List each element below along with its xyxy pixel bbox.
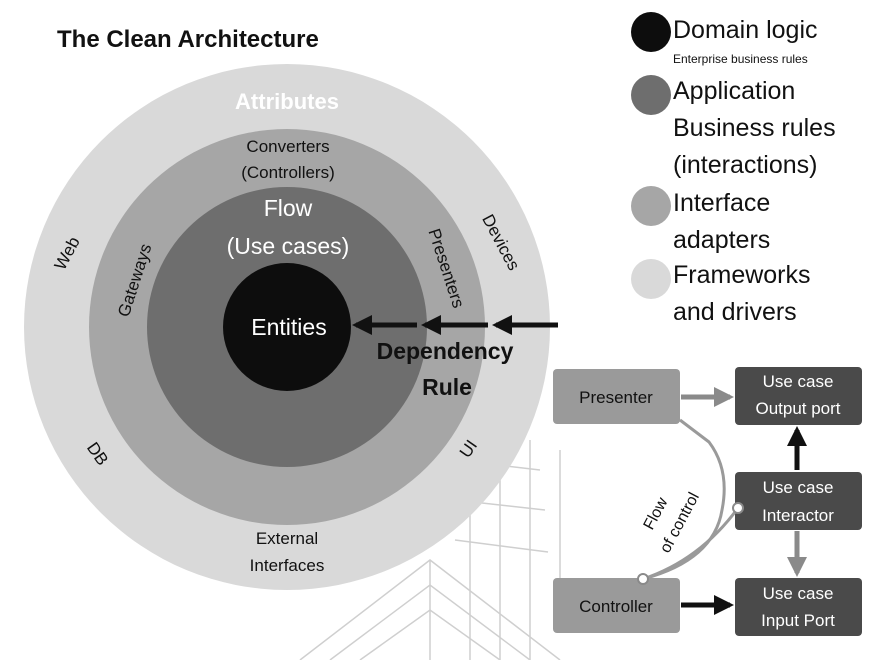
converters-line-2: (Controllers) <box>241 163 335 182</box>
legend-label-application-3: (interactions) <box>673 151 818 179</box>
legend-dot-adapters <box>631 186 671 226</box>
input-port-line-1: Use case <box>763 584 834 603</box>
use-cases-label: (Use cases) <box>227 233 350 259</box>
flow-node-controller <box>637 573 649 585</box>
flow-of-control-path-2 <box>642 507 740 581</box>
interactor-line-2: Interactor <box>762 506 834 525</box>
output-port-line-2: Output port <box>755 399 840 418</box>
external-interfaces-line-1: External <box>256 529 318 548</box>
flow-node-interactor <box>732 502 744 514</box>
legend-label-adapters-2: adapters <box>673 226 771 254</box>
controller-box <box>553 578 680 633</box>
flow-of-control-line-1: Flow <box>641 495 672 533</box>
output-port-box <box>735 367 862 425</box>
legend-label-application-1: Application <box>673 77 796 105</box>
output-port-line-1: Use case <box>763 372 834 391</box>
legend-sub-domain: Enterprise business rules <box>673 52 808 66</box>
legend-label-frameworks-2: and drivers <box>673 298 797 326</box>
external-interfaces-line-2: Interfaces <box>250 556 325 575</box>
legend-label-domain: Domain logic <box>673 16 818 44</box>
converters-line-1: Converters <box>246 137 329 156</box>
entities-label: Entities <box>251 314 326 340</box>
presenter-label: Presenter <box>579 388 653 407</box>
legend-label-adapters-1: Interface <box>673 189 771 217</box>
interactor-box <box>735 472 862 530</box>
flow-label: Flow <box>264 195 313 221</box>
input-port-box <box>735 578 862 636</box>
legend-dot-domain <box>631 12 671 52</box>
presenter-box <box>553 369 680 424</box>
controller-label: Controller <box>579 597 653 616</box>
dependency-rule-line-1: Dependency <box>377 338 514 364</box>
legend-label-frameworks-1: Frameworks <box>673 261 811 289</box>
dependency-rule-line-2: Rule <box>422 374 472 400</box>
attributes-label: Attributes <box>235 89 339 114</box>
legend-dot-frameworks <box>631 259 671 299</box>
entities-core <box>223 263 351 391</box>
flow-of-control-path <box>642 418 726 581</box>
legend-dot-application <box>631 75 671 115</box>
legend-label-application-2: Business rules <box>673 114 836 142</box>
input-port-line-2: Input Port <box>761 611 835 630</box>
interactor-line-1: Use case <box>763 478 834 497</box>
diagram-title: The Clean Architecture <box>57 26 319 53</box>
